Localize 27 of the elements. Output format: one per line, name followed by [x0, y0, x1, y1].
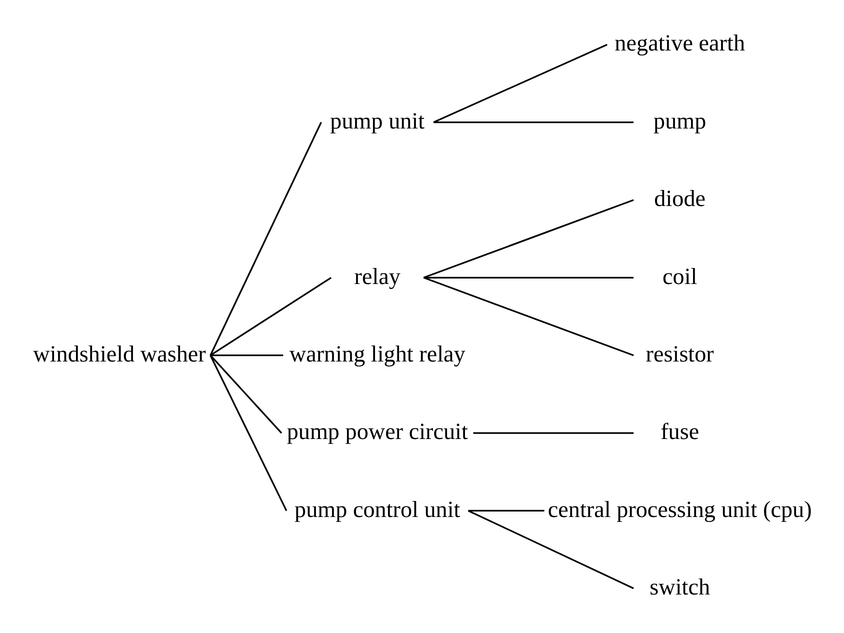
- connector: [424, 276, 634, 278]
- connector: [433, 44, 608, 124]
- node-text: coil: [662, 264, 698, 290]
- connector: [473, 432, 634, 434]
- node-text: pump power circuit: [286, 419, 468, 446]
- connector: [434, 121, 634, 124]
- node-text: relay: [354, 264, 400, 290]
- node-text: pump control unit: [294, 496, 460, 523]
- connector: [210, 276, 332, 356]
- node-text: negative earth: [614, 30, 746, 57]
- node-text: fuse: [660, 419, 700, 446]
- node-text: diode: [654, 186, 706, 212]
- node-text: central processing unit (cpu): [548, 496, 812, 523]
- node-text: resistor: [646, 341, 714, 368]
- connector: [210, 354, 284, 356]
- connector: [210, 122, 322, 356]
- connector: [423, 276, 634, 356]
- connector: [423, 199, 634, 278]
- connector: [210, 354, 282, 434]
- node-text: windshield washer: [33, 341, 206, 368]
- node-text: warning light relay: [289, 341, 466, 368]
- connector: [468, 510, 544, 512]
- node-text: pump: [654, 108, 706, 134]
- connector: [468, 510, 634, 590]
- connector: [210, 354, 288, 512]
- node-text: pump unit: [330, 108, 425, 134]
- node-text: switch: [650, 574, 710, 601]
